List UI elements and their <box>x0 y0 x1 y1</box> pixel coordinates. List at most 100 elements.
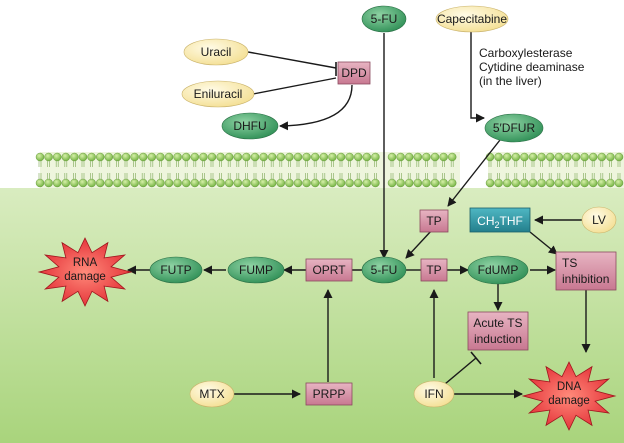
lipid-head <box>528 178 538 188</box>
lipid-head <box>242 152 251 162</box>
node-mtx: MTX <box>189 380 235 408</box>
liver-note-line-2: Cytidine deaminase <box>479 60 585 74</box>
lipid-head <box>78 152 88 162</box>
lipid-head <box>345 152 354 162</box>
lipid-head <box>61 178 71 188</box>
lipid-head <box>78 178 88 188</box>
lipid-head <box>336 152 346 162</box>
node-fump: FUMP <box>227 256 285 284</box>
lipid-head <box>597 178 606 188</box>
lipid-head <box>422 152 431 162</box>
node-rna-damage: RNA damage <box>37 237 133 307</box>
lipid-head <box>537 178 546 188</box>
lipid-head <box>242 178 251 188</box>
lipid-head <box>362 178 371 188</box>
lipid-head <box>121 152 131 162</box>
node-ch2thf-label: CH2THF <box>477 214 523 230</box>
lipid-head <box>396 178 405 188</box>
lipid-head <box>614 178 624 188</box>
lipid-head <box>606 152 615 162</box>
node-acute-ts-induction: Acute TS induction <box>467 311 529 351</box>
lipid-head <box>439 152 448 162</box>
lipid-head <box>138 178 148 188</box>
lipid-head <box>293 178 303 188</box>
lipid-head <box>589 178 598 188</box>
lipid-head <box>147 178 157 188</box>
lipid-head <box>319 152 328 162</box>
lipid-head <box>546 178 555 188</box>
node-ifn-label: IFN <box>424 387 443 401</box>
node-futp: FUTP <box>149 256 203 284</box>
lipid-head <box>276 152 285 162</box>
lipid-head <box>113 152 122 162</box>
lipid-head <box>328 152 337 162</box>
lipid-head <box>156 178 165 188</box>
lipid-head <box>354 152 363 162</box>
lipid-head <box>216 152 225 162</box>
node-mtx-label: MTX <box>199 387 224 401</box>
node-capecitabine-label: Capecitabine <box>437 12 507 26</box>
lipid-head <box>546 152 555 162</box>
lipid-head <box>268 178 277 188</box>
lipid-head <box>606 178 615 188</box>
lipid-head <box>95 152 105 162</box>
lipid-head <box>396 152 405 162</box>
lipid-head <box>511 178 520 188</box>
lipid-head <box>345 178 354 188</box>
node-futp-label: FUTP <box>160 263 191 277</box>
lipid-head <box>311 178 320 188</box>
node-dna-damage-line-2: damage <box>548 395 590 407</box>
lipid-head <box>302 178 311 188</box>
lipid-head <box>190 178 200 188</box>
node-tp-mid-label: TP <box>426 263 441 277</box>
lipid-head <box>44 152 53 162</box>
lipid-head <box>285 178 294 188</box>
lipid-head <box>224 152 234 162</box>
lipid-head <box>233 152 243 162</box>
node-ch2thf: CH2THF <box>469 207 531 233</box>
liver-note-line-1: Carboxylesterase <box>479 46 573 60</box>
lipid-head <box>173 178 182 188</box>
node-oprt-label: OPRT <box>312 263 346 277</box>
node-oprt: OPRT <box>305 258 353 282</box>
lipid-head <box>35 152 45 162</box>
lipid-head <box>520 152 529 162</box>
lipid-head <box>35 178 45 188</box>
lipid-head <box>554 152 563 162</box>
lipid-head <box>387 152 397 162</box>
lipid-head <box>216 178 225 188</box>
lipid-head <box>113 178 122 188</box>
node-dhfu: DHFU <box>221 112 279 140</box>
lipid-head <box>503 178 512 188</box>
lipid-head <box>580 178 589 188</box>
node-5fu-top: 5-FU <box>361 5 407 33</box>
node-fdump-label: FdUMP <box>478 263 519 277</box>
lipid-head <box>448 178 457 188</box>
lipid-head <box>413 152 422 162</box>
lipid-head <box>554 178 563 188</box>
lipid-head <box>528 152 538 162</box>
node-acute-ts-line-2: induction <box>474 332 522 346</box>
lipid-head <box>422 178 431 188</box>
lipid-head <box>53 178 62 188</box>
node-dna-damage: DNA damage <box>521 361 617 431</box>
node-fdump: FdUMP <box>467 255 529 285</box>
lipid-head <box>207 152 217 162</box>
lipid-head <box>164 178 174 188</box>
lipid-head <box>311 152 320 162</box>
node-prpp: PRPP <box>305 382 353 406</box>
lipid-head <box>580 152 589 162</box>
node-eniluracil: Eniluracil <box>181 80 255 108</box>
lipid-head <box>95 178 105 188</box>
lipid-head <box>44 178 53 188</box>
lipid-head <box>328 178 337 188</box>
node-capecitabine: Capecitabine <box>435 5 509 33</box>
lipid-head <box>571 152 581 162</box>
lipid-head <box>439 178 448 188</box>
node-lv-label: LV <box>592 213 606 227</box>
lipid-head <box>494 178 503 188</box>
lipid-head <box>104 178 114 188</box>
lipid-head <box>362 152 371 162</box>
node-5dfur-label: 5′DFUR <box>493 121 536 135</box>
